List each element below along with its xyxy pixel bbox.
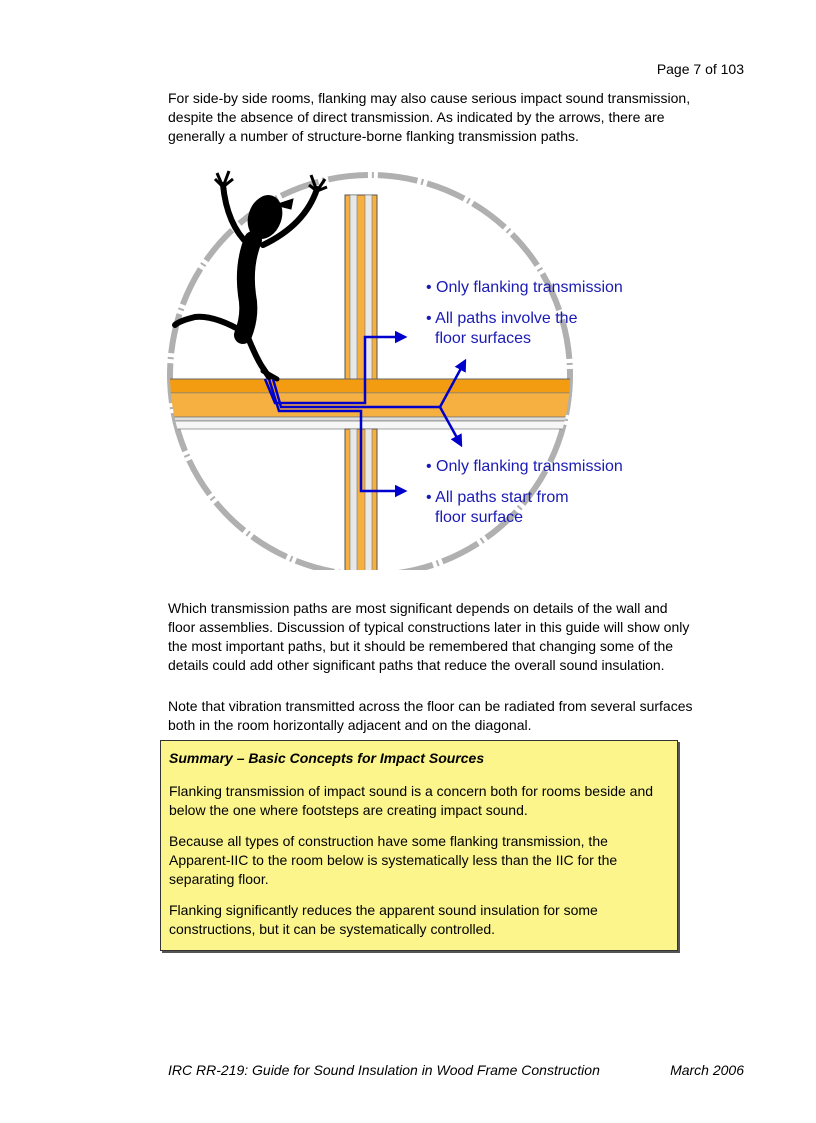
- footer-title: IRC RR-219: Guide for Sound Insulation i…: [168, 1062, 600, 1078]
- upper-label-2b: floor surfaces: [435, 330, 531, 347]
- lower-label-2b: floor surface: [435, 509, 523, 526]
- summary-paragraph-3: Flanking significantly reduces the appar…: [169, 902, 598, 937]
- path-across-lower: [438, 406, 463, 448]
- summary-title: Summary – Basic Concepts for Impact Sour…: [169, 750, 485, 766]
- note-paragraph: Note that vibration transmitted across t…: [168, 698, 693, 733]
- jumping-figure-icon: [172, 170, 328, 382]
- page-number: Page 7 of 103: [656, 61, 744, 77]
- flanking-diagram: • Only flanking transmission • All paths…: [165, 165, 645, 570]
- path-across-upper: [271, 358, 467, 409]
- summary-paragraph-1: Flanking transmission of impact sound is…: [169, 783, 654, 818]
- flanking-paths: [263, 330, 467, 498]
- upper-label-1: • Only flanking transmission: [426, 279, 623, 296]
- floor-assembly: [170, 378, 570, 430]
- lower-label-1: • Only flanking transmission: [426, 458, 623, 475]
- lower-label-2: • All paths start from: [426, 489, 569, 506]
- summary-box: Summary – Basic Concepts for Impact Sour…: [160, 740, 678, 951]
- upper-label-2: • All paths involve the: [426, 310, 578, 327]
- summary-paragraph-2: Because all types of construction have s…: [169, 833, 618, 887]
- intro-paragraph: For side-by side rooms, flanking may als…: [168, 90, 691, 144]
- path-lower-room: [267, 378, 408, 498]
- footer-date: March 2006: [670, 1062, 744, 1078]
- paths-paragraph: Which transmission paths are most signif…: [168, 600, 690, 673]
- path-upper-room: [263, 330, 408, 405]
